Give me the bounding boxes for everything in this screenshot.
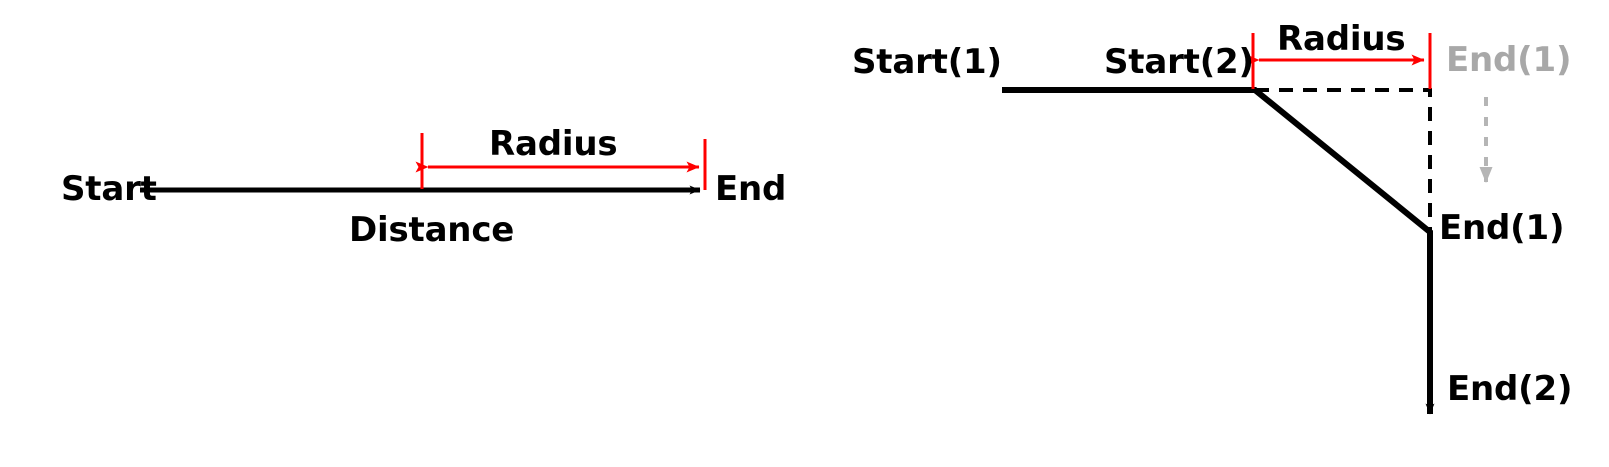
filleted-path-polyline: [1002, 87, 1435, 415]
label-start: Start: [61, 169, 157, 209]
label-end: End: [715, 169, 787, 209]
original-corner-dashed-path: [1255, 88, 1432, 232]
label-radius-left: Radius: [489, 124, 618, 164]
label-end-2: End(2): [1447, 369, 1573, 409]
label-radius-right: Radius: [1277, 19, 1406, 59]
label-distance: Distance: [349, 210, 515, 250]
right-diagram-group: [1002, 33, 1493, 415]
label-end-1: End(1): [1439, 208, 1565, 248]
label-end-1-ghost: End(1): [1446, 40, 1572, 80]
left-diagram-group: [140, 133, 707, 195]
label-start-2: Start(2): [1104, 42, 1254, 82]
label-start-1: Start(1): [852, 42, 1002, 82]
